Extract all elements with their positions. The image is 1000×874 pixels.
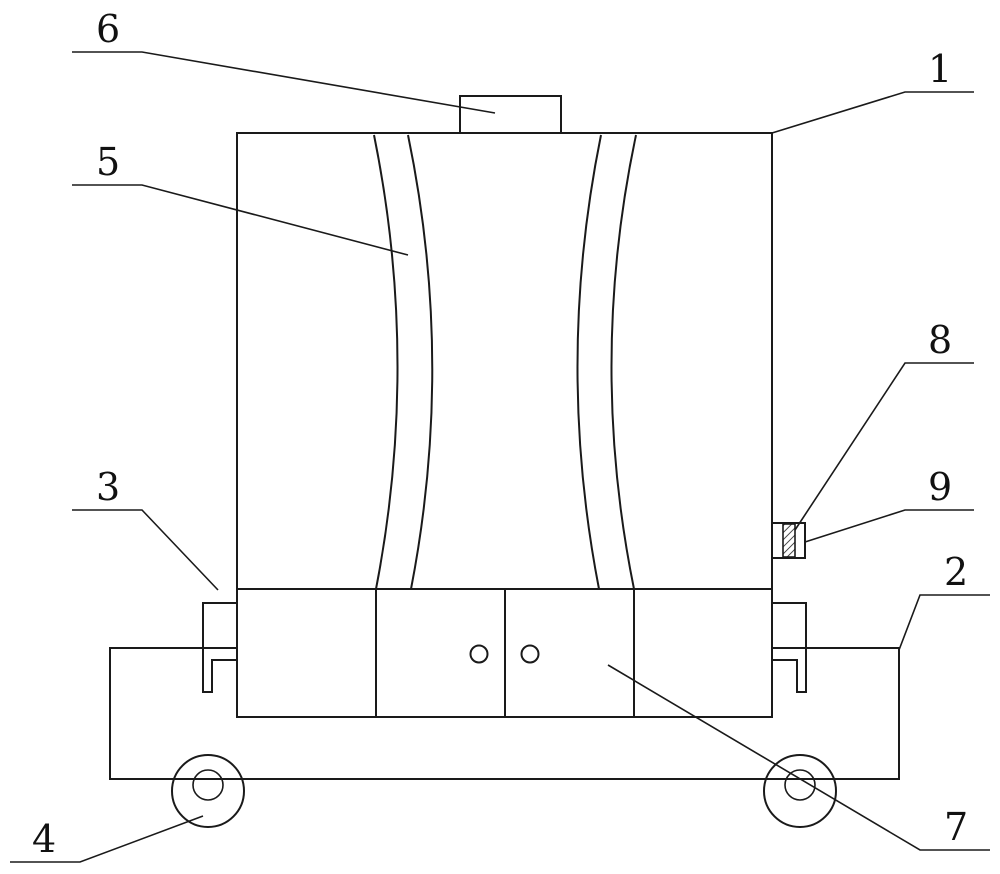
label-4: 4 <box>32 817 56 861</box>
label-7: 7 <box>944 805 968 849</box>
leader-lines <box>10 52 990 862</box>
reference-numerals: 6 5 1 8 9 3 2 4 7 <box>32 7 968 861</box>
leader-5 <box>72 185 408 255</box>
leader-6 <box>72 52 495 113</box>
top-inlet <box>460 96 561 133</box>
leader-1 <box>772 92 974 133</box>
label-8: 8 <box>928 318 952 362</box>
cabinet <box>237 589 772 717</box>
curved-baffles <box>374 135 636 589</box>
label-1: 1 <box>928 47 952 91</box>
wheel-left <box>172 755 244 827</box>
label-6: 6 <box>96 7 120 51</box>
leader-3 <box>72 510 218 590</box>
leader-9 <box>805 510 974 542</box>
leader-2 <box>899 595 990 650</box>
label-3: 3 <box>96 465 120 509</box>
label-5: 5 <box>96 140 120 184</box>
wheel-right <box>764 755 836 827</box>
label-2: 2 <box>944 550 968 594</box>
tank-body <box>237 133 772 589</box>
side-fitting <box>772 523 805 558</box>
label-9: 9 <box>928 465 952 509</box>
hatched-insert <box>783 524 795 557</box>
